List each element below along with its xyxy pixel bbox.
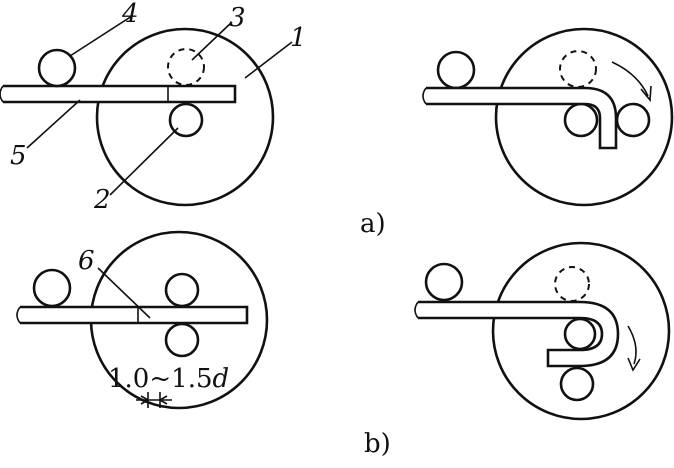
rod-end-break-a-right [422, 87, 427, 105]
dimension-min: 1.0 [108, 364, 149, 394]
bottom-roller-b-right [559, 366, 595, 402]
panel-b-bent [414, 241, 671, 421]
bent-rod-a-right [426, 86, 618, 150]
left-roller-a-right [563, 102, 599, 138]
rod-end-break-a-left [0, 85, 4, 103]
callout-4: 4 [121, 0, 139, 29]
leader-6 [97, 267, 151, 319]
leader-4 [69, 15, 133, 57]
top-roller-dashed-b-right [554, 266, 590, 302]
dimension-arrow-left [140, 395, 149, 405]
rod-end-break-b-left [16, 306, 21, 324]
feed-roller-b-right [424, 262, 464, 302]
leader-3 [191, 21, 233, 61]
right-roller-a-right [615, 102, 651, 138]
panel-b-initial: 6 1.0~1.5d [16, 230, 269, 410]
feed-roller-b-left [32, 268, 72, 308]
bent-rod-b-right [418, 300, 620, 368]
rotation-arrowhead-b [627, 357, 641, 372]
dimension-arrow-right [159, 395, 168, 405]
rod-b-left [20, 305, 249, 325]
panel-a-initial: 4 3 1 5 2 [0, 0, 307, 215]
dimension-label: 1.0~1.5d [108, 364, 229, 394]
panel-a-bent [422, 27, 674, 207]
top-roller-b-left [164, 272, 200, 308]
feed-roller-a-right [436, 50, 476, 90]
callout-3: 3 [229, 3, 246, 33]
feed-roller-a-left [37, 48, 77, 88]
bending-disc-b-right [491, 241, 671, 421]
bending-disc-a-left [95, 27, 275, 207]
rotation-arrowhead-a [640, 85, 652, 103]
rod-end-break-b-right [414, 301, 419, 319]
bending-disc-a-right [494, 27, 674, 207]
leader-5 [26, 99, 81, 149]
caption-a: a) [360, 209, 386, 239]
dimension-max: 1.5 [171, 364, 212, 394]
top-roller-dashed-a-right [559, 50, 597, 88]
leader-1 [244, 41, 293, 79]
top-roller-dashed-a-left [167, 48, 205, 86]
callout-2: 2 [93, 185, 111, 215]
caption-b: b) [364, 429, 391, 459]
callout-5: 5 [10, 141, 27, 171]
callout-6: 6 [78, 246, 95, 276]
leader-2 [109, 127, 179, 196]
dimension-tilde: ~ [149, 364, 171, 394]
dimension-symbol: d [213, 364, 230, 394]
inner-roller-b-right [563, 317, 597, 351]
rod-a-left [3, 84, 237, 104]
bottom-roller-b-left [164, 322, 200, 358]
callout-1: 1 [290, 23, 307, 53]
rotation-arrow-b [627, 325, 637, 365]
rotation-arrow-a [611, 61, 649, 97]
